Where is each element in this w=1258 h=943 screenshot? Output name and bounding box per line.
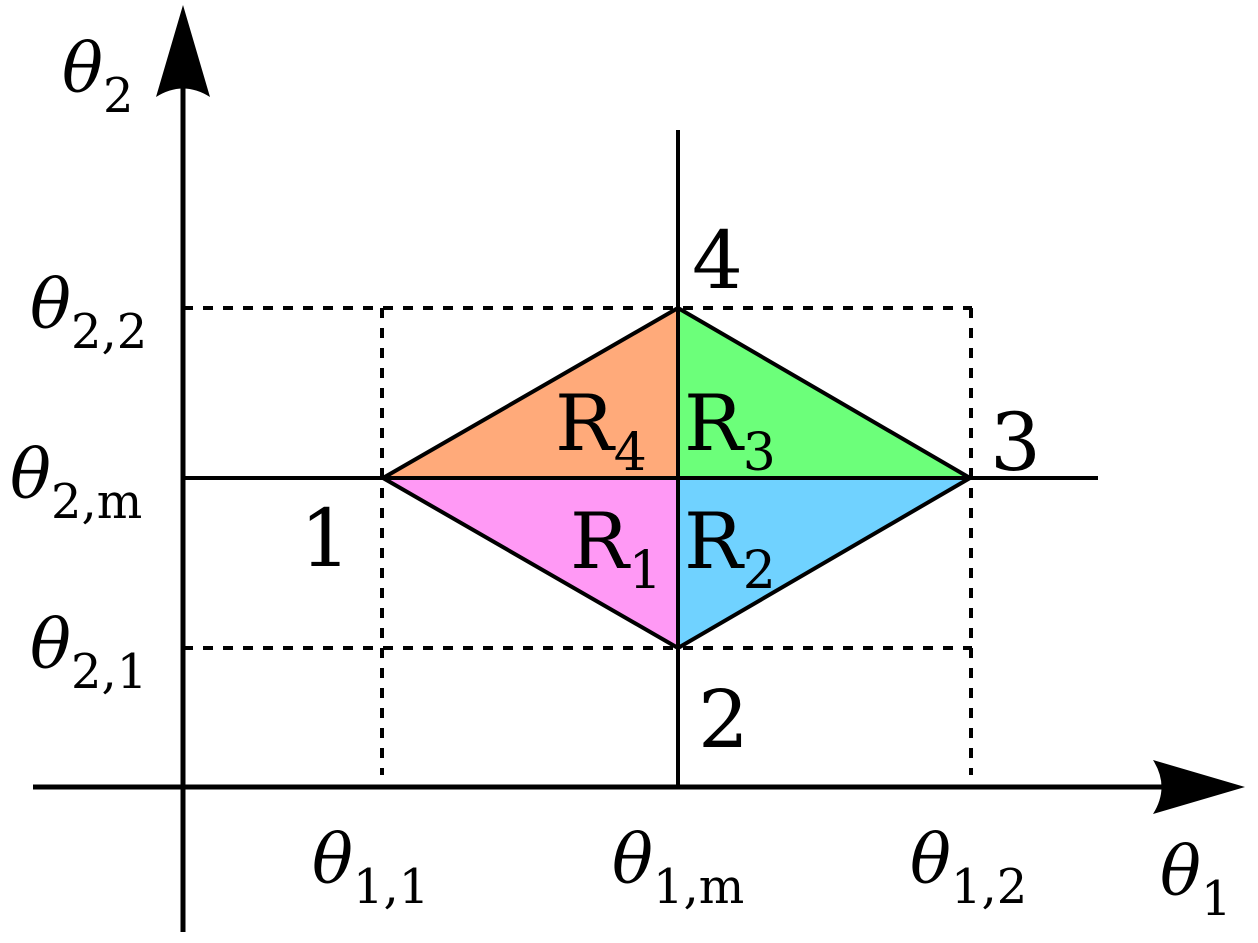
y-tick-theta-2-m: θ2,m [10, 436, 142, 530]
x-tick-theta-1-1: θ1,1 [312, 821, 429, 915]
vertex-label-3: 3 [990, 396, 1041, 489]
vertex-label-1: 1 [300, 492, 351, 585]
vertex-label-2: 2 [698, 673, 749, 766]
x-tick-theta-1-m: θ1,m [612, 821, 744, 915]
x-tick-theta-1-2: θ1,2 [910, 821, 1027, 915]
region-label-r4: R4 [555, 379, 647, 483]
x-axis-arrow-icon [1153, 760, 1245, 814]
y-axis-arrow-icon [156, 5, 210, 97]
vertex-label-4: 4 [692, 214, 743, 307]
y-tick-theta-2-1: θ2,1 [30, 606, 147, 700]
region-label-r3: R3 [684, 379, 776, 483]
dashed-guides [183, 306, 973, 775]
x-axis-label: θ1 [1160, 833, 1232, 927]
region-label-r2: R2 [684, 497, 776, 601]
y-tick-theta-2-2: θ2,2 [30, 266, 147, 360]
y-axis-label: θ2 [62, 30, 134, 124]
diamond-outline [381, 306, 972, 650]
region-label-r1: R1 [570, 497, 662, 601]
